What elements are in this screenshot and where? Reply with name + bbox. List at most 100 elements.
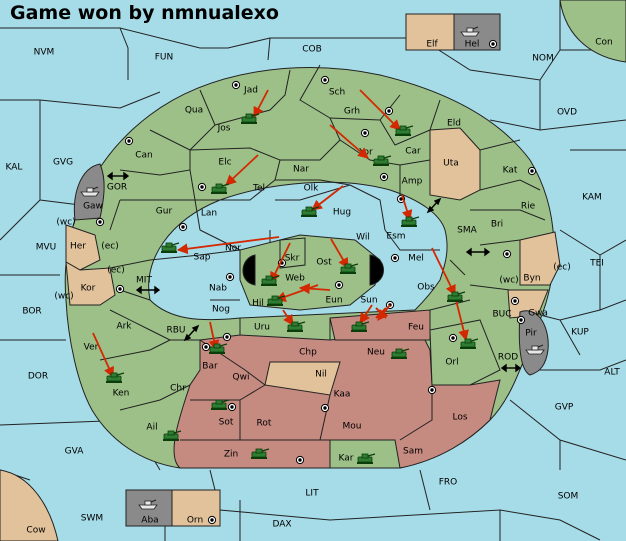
province-label: Nog <box>212 305 230 315</box>
supply-center-icon <box>384 106 394 116</box>
province-label: Skr <box>285 254 300 264</box>
sea-label: DOR <box>28 372 48 382</box>
province-label: Qua <box>185 106 203 116</box>
province-label: Obs <box>417 283 435 293</box>
sea-label: FUN <box>155 53 174 63</box>
province-label: Eld <box>447 119 461 129</box>
supply-center-icon <box>320 403 330 413</box>
province-label: Wil <box>356 233 370 243</box>
province-label: Gwa <box>528 309 548 319</box>
supply-center-icon <box>295 455 305 465</box>
province-label: Jad <box>243 86 258 96</box>
supply-center-icon <box>448 333 458 343</box>
province-label: Mel <box>408 254 424 264</box>
sea-label: TEI <box>589 259 604 269</box>
sea-label: Hel <box>465 40 480 50</box>
supply-center-icon <box>197 182 207 192</box>
province-label: Can <box>135 151 153 161</box>
province-label: Nor <box>225 244 241 254</box>
sea-label: NVM <box>34 48 55 58</box>
province-label: Ark <box>116 322 132 332</box>
province-label: Kar <box>339 454 354 464</box>
supply-center-icon <box>510 296 520 306</box>
supply-center-icon <box>178 222 188 232</box>
sea-label: SWM <box>81 514 103 524</box>
sea-label: Elf <box>426 40 438 50</box>
province-label: Qwi <box>233 373 250 383</box>
supply-center-icon <box>231 80 241 90</box>
province-label: Amp <box>402 177 423 187</box>
sea-label: Aba <box>141 516 158 526</box>
sea-label: SMA <box>457 226 477 236</box>
supply-center-icon <box>207 515 217 525</box>
supply-center-icon <box>124 136 134 146</box>
sea-label: GVA <box>65 447 85 457</box>
supply-center-icon <box>334 280 344 290</box>
province-label: Sun <box>360 296 377 306</box>
province-label: Bri <box>491 220 503 230</box>
sea-label: BUC <box>492 310 511 320</box>
province-label: Bar <box>202 362 218 372</box>
province-labels: Jad Sch Qua Jos Grh Eld Can Car Uta Elc … <box>70 86 548 464</box>
province-label: Sot <box>219 418 234 428</box>
province-label: Uta <box>443 159 459 169</box>
province-fills <box>65 127 561 469</box>
sea-labels: NVM FUN COB NOM OVD KAL GVG GOR MVU MIT … <box>6 38 621 536</box>
province-label: Jos <box>217 124 231 134</box>
sea-label: LIT <box>305 489 319 499</box>
supply-center-icon <box>320 75 330 85</box>
sea-label: COB <box>302 45 322 55</box>
province-label: Sap <box>194 253 211 263</box>
coast-tag: (ec) <box>553 263 571 273</box>
province-label: Tel <box>252 184 265 194</box>
supply-center-icon <box>427 385 437 395</box>
province-label: Car <box>405 147 421 157</box>
supply-center-icon <box>95 217 105 227</box>
coast-tag: (wc) <box>56 218 75 228</box>
supply-center-icon <box>360 128 370 138</box>
sea-label: GVP <box>555 403 574 413</box>
sea-label: ALT <box>604 368 620 378</box>
supply-center-icon <box>225 272 235 282</box>
coast-tag: (wc) <box>54 292 73 302</box>
province-label: Sch <box>329 88 345 98</box>
supply-center-icon <box>390 253 400 263</box>
sea-label: Con <box>595 38 613 48</box>
province-pir[interactable] <box>518 310 549 376</box>
coast-tag: (ec) <box>107 266 125 276</box>
province-label: Rie <box>521 202 536 212</box>
province-label: Gaw <box>83 202 103 212</box>
sea-label: FRO <box>439 478 458 488</box>
supply-center-icon <box>488 39 498 49</box>
province-label: Esm <box>386 232 405 242</box>
sea-label: KUP <box>571 328 589 338</box>
province-label: Grh <box>344 107 360 117</box>
province-label: Nar <box>293 165 309 175</box>
passage-markers <box>106 171 522 373</box>
province-label: Kor <box>81 284 96 294</box>
sea-label: Orn <box>187 516 203 526</box>
supply-center-icon <box>527 166 537 176</box>
sea-label: KAM <box>582 193 602 203</box>
province-label: Byn <box>523 274 540 284</box>
province-label: Uru <box>254 323 270 333</box>
sea-label: GOR <box>107 183 127 193</box>
province-label: Web <box>285 274 305 284</box>
supply-center-icon <box>379 172 389 182</box>
sea-label: MIT <box>136 276 152 286</box>
province-label: Pir <box>525 329 537 339</box>
province-label: Chp <box>299 348 317 358</box>
province-elf[interactable] <box>405 13 455 51</box>
province-label: Neu <box>367 348 385 358</box>
province-label: Zin <box>224 450 238 460</box>
failed-order-marker <box>375 307 387 319</box>
province-label: Nil <box>315 370 327 380</box>
province-label: Kat <box>503 166 518 176</box>
supply-center-icon <box>516 315 526 325</box>
coast-tag: (ec) <box>101 242 119 252</box>
province-label: Mou <box>343 422 362 432</box>
province-label: Hil <box>252 299 264 309</box>
province-label: Lan <box>201 209 217 219</box>
supply-center-icon <box>201 342 211 352</box>
